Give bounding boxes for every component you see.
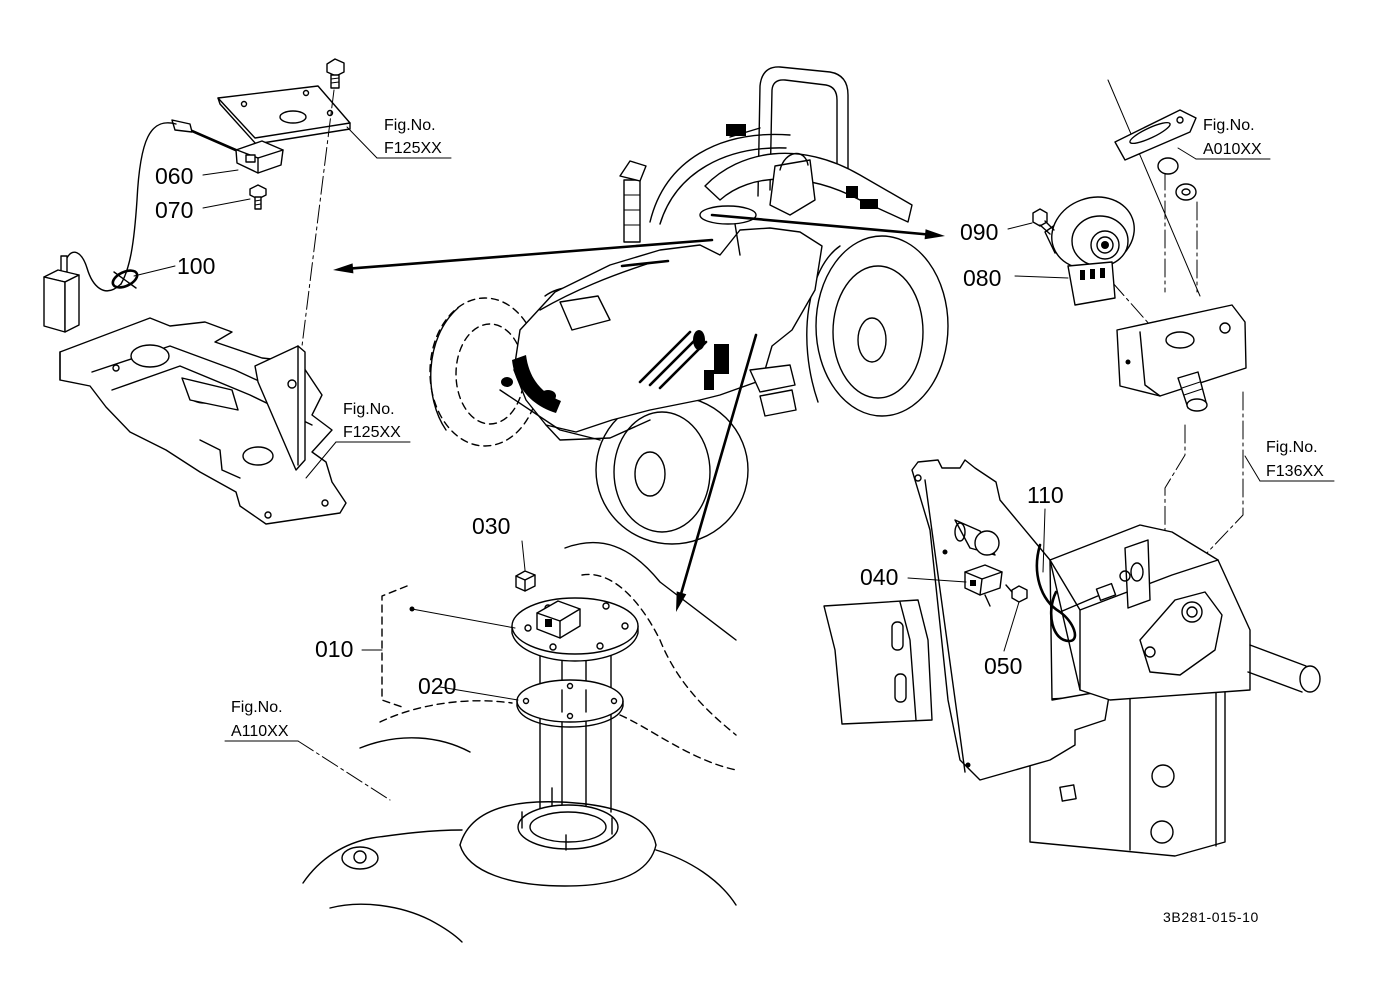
sensor-mounting-bracket [1116, 304, 1247, 412]
exhaust-muffler [619, 160, 647, 243]
fig-code: A010XX [1203, 141, 1262, 158]
fig-label: Fig.No. [1266, 439, 1318, 456]
leader-010-pointer [411, 608, 516, 629]
fig-label: Fig.No. [384, 117, 436, 134]
right-top-sensor-group: 090 080 [960, 79, 1247, 412]
right-fender [704, 152, 913, 223]
fig-code: F136XX [1266, 463, 1324, 480]
fuel-tank-outline [302, 541, 737, 943]
leader-110 [1042, 508, 1046, 573]
right-bracket-assembly: 110 040 050 [823, 391, 1321, 857]
pointer-arrow-right [710, 213, 945, 240]
guide-line-c [1111, 281, 1151, 326]
drawing-number: 3B281-015-10 [1163, 909, 1259, 925]
fuel-sender-assembly: 030 010 020 [315, 513, 639, 851]
figure-reference-f125xx-top: Fig.No. F125XX [346, 117, 452, 159]
engine-side-panel [638, 330, 729, 390]
hood-line [539, 262, 651, 311]
fig-label: Fig.No. [231, 699, 283, 716]
callout-020: 020 [418, 673, 456, 699]
lower-mounting-frame [59, 317, 347, 525]
side-mount-block [823, 599, 933, 725]
callout-010: 010 [315, 636, 353, 662]
switch-040 [964, 564, 1003, 607]
sender-flange-010 [511, 597, 639, 662]
figure-reference-f136xx: Fig.No. F136XX [1244, 439, 1335, 482]
callout-050: 050 [984, 653, 1022, 679]
assembly-guide-line [1204, 391, 1244, 556]
callout-060: 060 [155, 163, 193, 189]
leader-090 [1007, 222, 1033, 230]
leader-050 [1003, 601, 1020, 652]
gasket-plate-020 [516, 679, 624, 728]
leader-100 [133, 265, 176, 277]
hood-vent [559, 295, 611, 331]
rear-right-wheel [806, 235, 949, 417]
assembly-guide-line-2 [1164, 424, 1186, 531]
lower-chassis [545, 419, 651, 441]
rear-hitch-part [846, 186, 858, 198]
steering-column [734, 223, 741, 256]
callout-040: 040 [860, 564, 898, 590]
leader-020 [439, 686, 519, 701]
nut-030 [515, 570, 536, 592]
front-axle [499, 389, 601, 441]
leader-060 [202, 169, 239, 176]
screw-070 [249, 184, 267, 210]
step-upper [749, 364, 796, 393]
fig-code: A110XX [231, 723, 289, 740]
fastener-centerline [296, 89, 335, 387]
left-fender [649, 133, 791, 223]
callout-090: 090 [960, 219, 998, 245]
fig-code: F125XX [384, 140, 442, 157]
rotary-sensor-080 [1044, 196, 1135, 306]
hood-stripe [620, 259, 670, 268]
callout-080: 080 [963, 265, 1001, 291]
steering-wheel [699, 205, 757, 225]
cable-tie-110 [1035, 543, 1131, 643]
figure-reference-f125xx-frame: Fig.No. F125XX [305, 401, 411, 479]
screw-050 [1005, 584, 1028, 603]
operator-seat [769, 159, 816, 216]
figure-reference-a010xx: Fig.No. A010XX [1177, 117, 1271, 160]
sensor-harness-cable [120, 122, 177, 285]
fig-label: Fig.No. [343, 401, 395, 418]
step-lower [759, 389, 797, 417]
tractor-illustration [429, 66, 949, 545]
linkage-plate [1114, 109, 1197, 201]
leader-030 [521, 540, 526, 571]
pointer-arrow-left [333, 238, 714, 274]
left-fender-edge [659, 147, 787, 225]
bracket-010 [381, 585, 408, 709]
callout-030: 030 [472, 513, 510, 539]
leader-080 [1014, 275, 1069, 279]
leader-070 [202, 198, 251, 209]
fender-light [860, 199, 878, 209]
callout-110: 110 [1027, 482, 1064, 508]
figure-reference-a110xx: Fig.No. A110XX [224, 699, 391, 801]
seat-back [779, 152, 809, 171]
pivot-pin [954, 519, 1000, 556]
rops-frame [726, 66, 849, 197]
callout-070: 070 [155, 197, 193, 223]
position-sensor-060 [171, 119, 284, 174]
front-lamp [501, 377, 513, 387]
sensor-bracket-plate [217, 85, 351, 145]
upper-housing [1049, 524, 1321, 701]
sensor-harness-cable-end [65, 251, 122, 292]
callout-100: 100 [177, 253, 215, 279]
fig-label: Fig.No. [1203, 117, 1255, 134]
leader-040 [907, 577, 967, 583]
fig-code: F125XX [343, 424, 401, 441]
cable-clamp-100 [111, 269, 139, 289]
guide-line-diagonal [1107, 79, 1201, 297]
screw-090 [1032, 208, 1055, 235]
harness-connector [43, 255, 80, 333]
bracket-bolt [326, 58, 345, 89]
top-left-sensor-group: 060 070 100 [43, 58, 351, 525]
tractor-body [513, 227, 823, 433]
vertical-beam [1029, 689, 1226, 857]
headlight [540, 390, 556, 402]
